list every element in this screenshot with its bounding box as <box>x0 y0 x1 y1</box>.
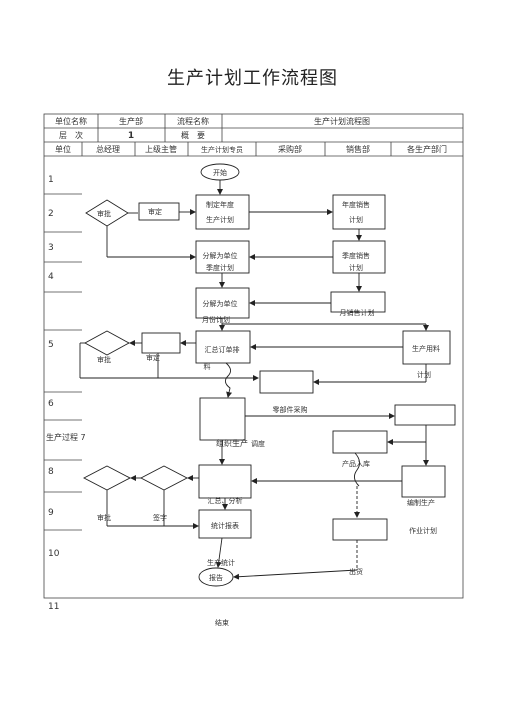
make-plan-box <box>195 194 250 230</box>
plan-label: 计划 <box>417 370 431 379</box>
row-4: 4 <box>48 272 54 282</box>
order-summary-label-a: 汇总订单排 <box>205 345 240 354</box>
start-label: 开始 <box>213 168 227 177</box>
level-label: 层 次 <box>59 130 83 140</box>
organize-box <box>199 397 246 441</box>
row-8: 8 <box>48 467 54 477</box>
approve2-label: 审批 <box>97 355 111 364</box>
parts-box <box>394 404 456 426</box>
month-sales-label: 月销售计划 <box>340 308 375 317</box>
quarter-sales-box <box>332 240 386 274</box>
review2-label: 审定 <box>146 353 160 362</box>
parts-purchase-label: 零部件采购 <box>273 405 308 414</box>
quarter-decomp-label-a: 分解为单位 <box>203 251 238 260</box>
quarter-sales-label-a: 季度销售 <box>342 251 370 260</box>
make-plan-label-b: 生产计划 <box>206 215 234 224</box>
make-production-label: 编制生产 <box>407 498 435 507</box>
stats-box <box>198 509 252 539</box>
statistics-report-label: 统计报表 <box>211 521 239 530</box>
review2-box <box>141 332 181 354</box>
annual-sales-label-a: 年度销售 <box>342 200 370 209</box>
warehousing-label: 产品入库 <box>342 459 370 468</box>
row-separators <box>44 193 82 531</box>
warehouse-box <box>332 430 388 454</box>
order-summary-label-b: 料 <box>204 362 211 371</box>
unit-name-label: 单位名称 <box>55 116 87 126</box>
summary-label: 概 要 <box>181 130 205 140</box>
make-production-box <box>401 465 446 498</box>
column-purchasing: 采购部 <box>278 144 302 154</box>
approve1-label: 审批 <box>97 209 111 218</box>
month-sales-box <box>330 291 386 313</box>
annual-sales-label-b: 计划 <box>349 215 363 224</box>
month-decomp-label-b: 月份计划 <box>202 315 230 324</box>
review1-label: 审定 <box>148 207 162 216</box>
column-planner: 生产计划专员 <box>201 145 243 154</box>
organize-label: 组织生产 <box>216 438 248 448</box>
process-name-label: 流程名称 <box>177 116 209 126</box>
quarter-sales-label-b: 计划 <box>349 263 363 272</box>
quarter-decomp-label-b: 季度计划 <box>206 263 234 272</box>
row-2: 2 <box>48 209 54 219</box>
production-material-box <box>402 330 451 365</box>
header-table <box>43 113 464 599</box>
row-1: 1 <box>48 175 54 185</box>
work-plan-label: 作业计划 <box>409 526 437 535</box>
month-decomp-box <box>195 287 250 319</box>
column-general-manager: 总经理 <box>96 144 120 154</box>
approve2-diamond <box>84 330 130 356</box>
production-material-label: 生产用料 <box>412 344 440 353</box>
order-summary-box <box>195 330 251 364</box>
level-value: 1 <box>128 131 134 141</box>
row-3: 3 <box>48 243 54 253</box>
column-supervisor: 上级主管 <box>145 144 177 154</box>
review3-label: 签字 <box>153 513 167 522</box>
row-9: 9 <box>48 508 54 518</box>
report-node <box>198 567 234 587</box>
column-sales: 销售部 <box>346 144 370 154</box>
connectors <box>79 180 429 580</box>
report-label: 报告 <box>209 573 223 582</box>
review3-diamond <box>140 465 188 491</box>
column-production-depts: 各生产部门 <box>407 144 447 154</box>
process-name-value: 生产计划流程图 <box>314 116 370 126</box>
row-5: 5 <box>48 340 54 350</box>
summary-box <box>198 464 252 499</box>
approve3-label: 审批 <box>97 513 111 522</box>
annual-sales-box <box>332 194 386 230</box>
shipment-label: 出货 <box>349 567 363 576</box>
row-6: 6 <box>48 399 54 409</box>
review1-box <box>138 202 180 221</box>
row-10: 10 <box>48 549 60 559</box>
production-stats-label: 生产统计 <box>207 558 235 567</box>
month-decomp-label-a: 分解为单位 <box>203 299 238 308</box>
dispatch-label: 调度 <box>251 439 265 448</box>
end-label: 结束 <box>215 618 229 627</box>
row-11: 11 <box>48 602 59 612</box>
column-unit: 单位 <box>55 144 71 154</box>
page-title: 生产计划工作流程图 <box>167 68 338 89</box>
approve3-diamond <box>83 465 131 491</box>
make-plan-label-a: 制定年度 <box>206 200 234 209</box>
nodes <box>83 163 456 587</box>
summary-analysis-label: 汇总、分析 <box>208 496 243 505</box>
work-plan-box <box>332 518 388 541</box>
row-7: 生产过程 7 <box>46 432 86 442</box>
unit-name-value: 生产部 <box>119 116 143 126</box>
purchase-box <box>259 370 314 394</box>
